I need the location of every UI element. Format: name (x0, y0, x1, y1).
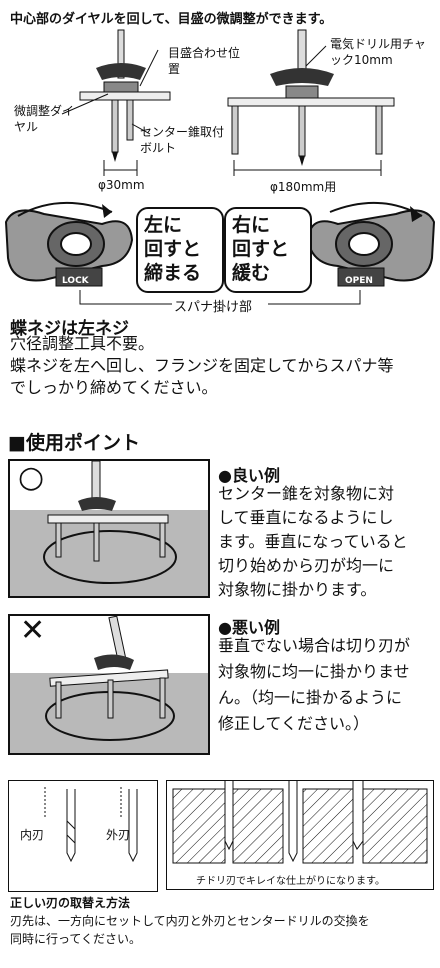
bad-example-panel: ✕ (8, 614, 210, 755)
good-line-1: センター錐を対象物に対 (218, 484, 395, 503)
good-line-4: 切り始めから刃が均一に (218, 556, 395, 575)
good-line-3: ます。垂直になっていると (218, 532, 408, 551)
replace-line-2: 同時に行ってください。 (10, 932, 142, 946)
usage-heading: ■使用ポイント (8, 432, 140, 454)
outer-blade-label: 外刃 (106, 828, 131, 842)
left-wing-nut-illustration (4, 201, 134, 287)
bad-line-4: 修正してください。） (218, 714, 370, 733)
bad-title: ●悪い例 (218, 618, 280, 637)
replace-line-1: 刃先は、一方向にセットして内刃と外刃とセンタードリルの交換を (10, 914, 370, 928)
intro-text: 中心部のダイヤルを回して、目盛の微調整ができます。 (10, 12, 333, 27)
small-hole-cutter-illustration (79, 29, 171, 162)
chidori-blade-panel (166, 780, 434, 890)
note-line-2: 蝶ネジを左へ回し、フランジを固定してからスパナ等 (10, 356, 394, 375)
note-line-1: 穴径調整工具不要。 (10, 334, 155, 353)
good-example-panel: ○ (8, 459, 210, 598)
inner-blade-label: 内刃 (20, 828, 45, 842)
good-mark: ○ (18, 460, 45, 495)
lock-label: LOCK (62, 276, 89, 286)
fine-dial-label: 微調整ダイヤル (14, 104, 75, 134)
bad-line-3: ん。（均一に掛かるように (218, 688, 403, 707)
good-title: ●良い例 (218, 466, 280, 485)
spanner-label: スパナ掛け部 (174, 300, 253, 315)
right-bubble-line-1: 右に (232, 214, 271, 236)
replace-title: 正しい刃の取替え方法 (10, 896, 131, 910)
chuck-label: 電気ドリル用チャック10mm (330, 37, 426, 67)
note-title: 蝶ネジは左ネジ (10, 319, 129, 339)
blade-types-panel (8, 780, 158, 892)
large-hole-cutter-illustration (227, 29, 395, 166)
diameter-large-label: φ180mm用 (270, 180, 337, 194)
right-bubble-line-2: 回すと (232, 238, 290, 260)
bad-mark: ✕ (20, 614, 46, 648)
chidori-caption: チドリ刃でキレイな仕上がりになります。 (196, 876, 385, 887)
scale-mark-label: 目盛合わせ位置 (168, 46, 241, 76)
wing-nut-diagram (4, 201, 436, 305)
left-bubble-line-1: 左に (144, 214, 183, 236)
hole-cutter-diagram (61, 29, 395, 176)
open-label: OPEN (345, 276, 373, 286)
right-turn-bubble: 右に 回すと 緩む (224, 207, 312, 293)
center-drill-bolt-label: センター錐取付ボルト (140, 125, 225, 155)
left-turn-bubble: 左に 回すと 締まる (136, 207, 224, 293)
bad-line-1: 垂直でない場合は切り刃が (218, 636, 411, 655)
left-bubble-line-3: 締まる (144, 262, 202, 284)
note-line-3: でしっかり締めてください。 (10, 378, 218, 397)
left-bubble-line-2: 回すと (144, 238, 202, 260)
good-line-5: 対象物に掛かります。 (218, 580, 377, 599)
good-line-2: して垂直になるようにし (218, 508, 394, 527)
right-wing-nut-illustration (306, 202, 436, 287)
bad-line-2: 対象物に均一に掛かりませ (218, 662, 410, 681)
right-bubble-line-3: 緩む (232, 262, 271, 284)
diameter-small-label: φ30mm (98, 178, 145, 192)
